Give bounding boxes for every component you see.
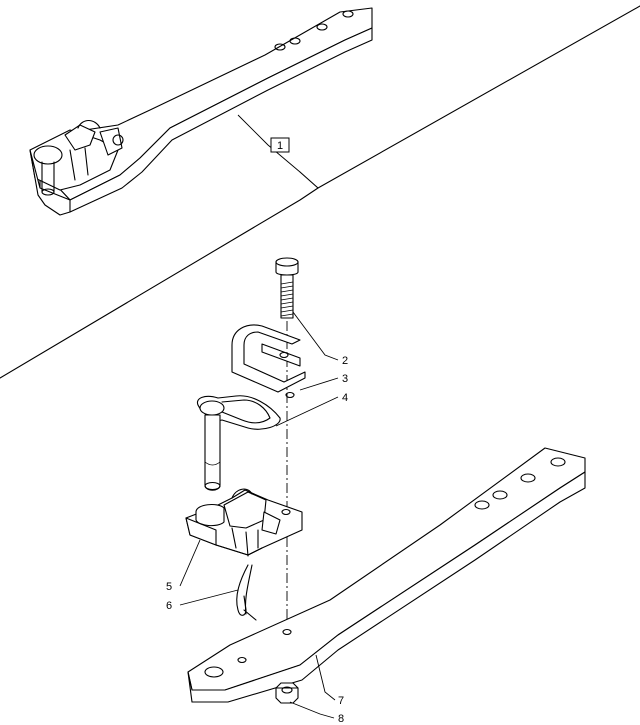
nut-part	[275, 682, 299, 704]
callout-3-leader	[299, 377, 339, 391]
callout-6-leader	[179, 589, 239, 606]
pin-part	[196, 395, 281, 491]
callout-1-box: 1	[270, 137, 290, 153]
hook-body-part	[185, 488, 303, 557]
section-divider-line	[0, 5, 640, 379]
callout-6-label: 6	[166, 600, 172, 612]
callout-2-leader	[292, 311, 339, 361]
callout-7-label: 7	[338, 695, 344, 707]
assembled-lower-link	[29, 7, 373, 216]
callout-4-label: 4	[342, 392, 348, 404]
callout-2-label: 2	[342, 355, 348, 367]
bolt-part	[275, 257, 299, 319]
divider-kink	[299, 171, 319, 189]
callout-1-label: 1	[277, 140, 283, 152]
callout-5-leader	[179, 539, 201, 587]
bracket-part	[231, 324, 306, 399]
callout-4-leader	[275, 396, 339, 427]
callout-5-label: 5	[166, 581, 172, 593]
callout-8-label: 8	[338, 713, 344, 725]
spring-clip-part	[236, 564, 257, 621]
callout-1-leader	[237, 114, 301, 173]
callout-8-leader	[289, 701, 335, 719]
callout-7-leader	[315, 654, 336, 701]
lower-link-arm-part	[187, 447, 586, 703]
callout-3-label: 3	[342, 373, 348, 385]
